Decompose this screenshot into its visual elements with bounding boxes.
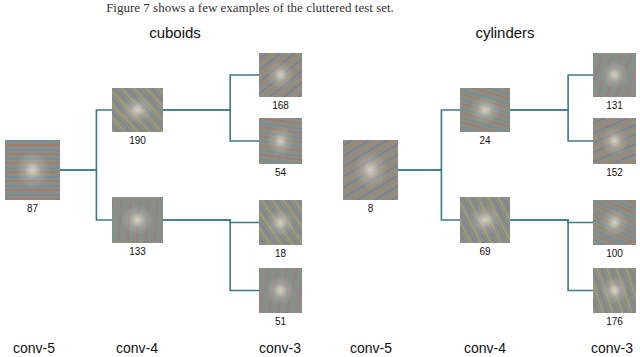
unit-number: 190 [129, 136, 146, 146]
feature-visualization [112, 88, 163, 132]
feature-node: 190 [112, 88, 163, 132]
feature-node: 133 [112, 197, 163, 243]
feature-visualization [259, 118, 302, 164]
tree-connector [163, 110, 259, 141]
feature-node: 69 [460, 197, 510, 243]
feature-visualization [259, 268, 302, 313]
unit-number: 131 [606, 101, 623, 111]
feature-visualization [259, 200, 302, 245]
feature-visualization [593, 118, 636, 164]
unit-number: 24 [479, 136, 490, 146]
unit-number: 168 [272, 101, 289, 111]
unit-number: 152 [606, 168, 623, 178]
tree-connector [398, 110, 460, 170]
feature-node: 24 [460, 88, 510, 132]
tree-connector [510, 220, 593, 291]
tree-connector [60, 110, 112, 170]
tree-connector [163, 75, 259, 110]
feature-node: 152 [593, 118, 636, 164]
tree-connector [510, 110, 593, 141]
feature-visualization [460, 197, 510, 243]
feature-visualization [5, 140, 60, 200]
layer-label: conv-3 [591, 341, 633, 355]
tree-connector [398, 170, 460, 220]
layer-label: conv-5 [13, 341, 55, 355]
layer-label: conv-3 [259, 341, 301, 355]
unit-number: 87 [27, 204, 38, 214]
feature-node: 168 [259, 53, 302, 97]
feature-node: 100 [593, 200, 636, 245]
tree-connector [60, 170, 112, 220]
unit-number: 51 [275, 317, 286, 327]
feature-visualization [460, 88, 510, 132]
unit-number: 133 [129, 247, 146, 257]
feature-visualization [259, 53, 302, 97]
unit-number: 8 [368, 204, 374, 214]
feature-visualization [593, 268, 636, 313]
feature-visualization [112, 197, 163, 243]
caption-fragment: Figure 7 shows a few examples of the clu… [106, 1, 394, 14]
feature-node: 18 [259, 200, 302, 245]
tree-connector [163, 220, 259, 291]
tree-connector [510, 75, 593, 110]
feature-node: 131 [593, 53, 636, 97]
feature-node: 8 [343, 140, 398, 200]
unit-number: 69 [479, 247, 490, 257]
group-title: cuboids [149, 25, 201, 40]
feature-visualization [593, 53, 636, 97]
layer-label: conv-4 [116, 341, 158, 355]
layer-label: conv-4 [464, 341, 506, 355]
feature-node: 87 [5, 140, 60, 200]
feature-visualization [343, 140, 398, 200]
group-title: cylinders [475, 25, 534, 40]
unit-number: 100 [606, 249, 623, 259]
feature-node: 51 [259, 268, 302, 313]
layer-label: conv-5 [350, 341, 392, 355]
feature-node: 176 [593, 268, 636, 313]
unit-number: 54 [275, 168, 286, 178]
feature-visualization [593, 200, 636, 245]
unit-number: 18 [275, 249, 286, 259]
unit-number: 176 [606, 317, 623, 327]
feature-node: 54 [259, 118, 302, 164]
